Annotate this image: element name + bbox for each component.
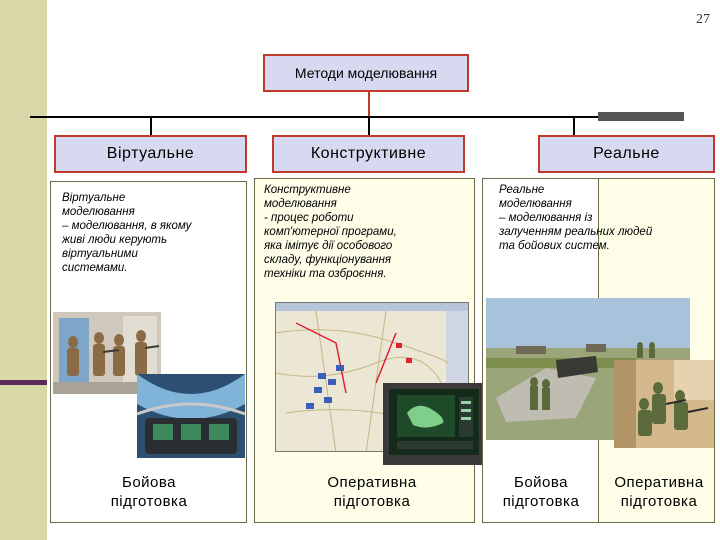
- soldiers-training-photo: [614, 360, 714, 448]
- connector-root-down: [368, 92, 370, 116]
- desc-line: віртуальними: [62, 248, 138, 260]
- cockpit-simulator-photo: [137, 374, 245, 458]
- desc-line: - процес роботи: [264, 212, 354, 224]
- label-line: підготовка: [333, 493, 411, 510]
- desc-line: техніки та озброєння.: [264, 268, 387, 280]
- desc-line: – моделювання, в якому: [62, 220, 192, 232]
- desc-line: комп'ютерної програми,: [264, 226, 397, 238]
- label-virtual-combat: Бойова підготовка: [54, 473, 244, 511]
- label-real-combat: Бойова підготовка: [486, 473, 596, 511]
- computer-monitor-photo: [383, 383, 485, 465]
- page-number: 27: [696, 12, 710, 27]
- node-real: Реальне: [538, 135, 715, 173]
- label-line: Бойова: [121, 474, 177, 491]
- connector-real: [573, 116, 575, 135]
- desc-line: – моделювання із: [499, 212, 593, 224]
- label-real-operational: Оперативна підготовка: [602, 473, 716, 511]
- label-line: Оперативна: [614, 474, 704, 491]
- label-line: Оперативна: [327, 474, 417, 491]
- rule-accent: [598, 112, 684, 121]
- desc-line: живі люди керують: [62, 234, 168, 246]
- desc-line: моделювання: [264, 198, 337, 210]
- desc-line: залученням реальних людей: [499, 226, 653, 238]
- desc-line: Віртуальне: [62, 192, 126, 204]
- label-line: підготовка: [620, 493, 698, 510]
- root-node-methods: Методи моделювання: [263, 54, 469, 92]
- desc-line: та бойових систем.: [499, 240, 610, 252]
- description-real: Реальне моделювання – моделювання із зал…: [499, 183, 713, 253]
- description-constructive: Конструктивне моделювання - процес робот…: [264, 183, 470, 281]
- label-line: підготовка: [502, 493, 580, 510]
- node-constructive: Конструктивне: [272, 135, 465, 173]
- node-virtual: Віртуальне: [54, 135, 247, 173]
- label-line: підготовка: [110, 493, 188, 510]
- accent-bar: [0, 380, 47, 385]
- desc-line: моделювання: [62, 206, 135, 218]
- desc-line: Конструктивне: [264, 184, 351, 196]
- connector-virtual: [150, 116, 152, 135]
- left-decorative-strip: [0, 0, 47, 540]
- label-constructive-operational: Оперативна підготовка: [272, 473, 472, 511]
- connector-constructive: [368, 116, 370, 135]
- desc-line: моделювання: [499, 198, 572, 210]
- desc-line: Реальне: [499, 184, 545, 196]
- desc-line: складу, функціонування: [264, 254, 392, 266]
- label-line: Бойова: [513, 474, 569, 491]
- description-virtual: Віртуальне моделювання – моделювання, в …: [62, 191, 242, 275]
- desc-line: системами.: [62, 262, 128, 274]
- horizontal-rule: [30, 116, 684, 118]
- desc-line: яка імітує дії особового: [264, 240, 393, 252]
